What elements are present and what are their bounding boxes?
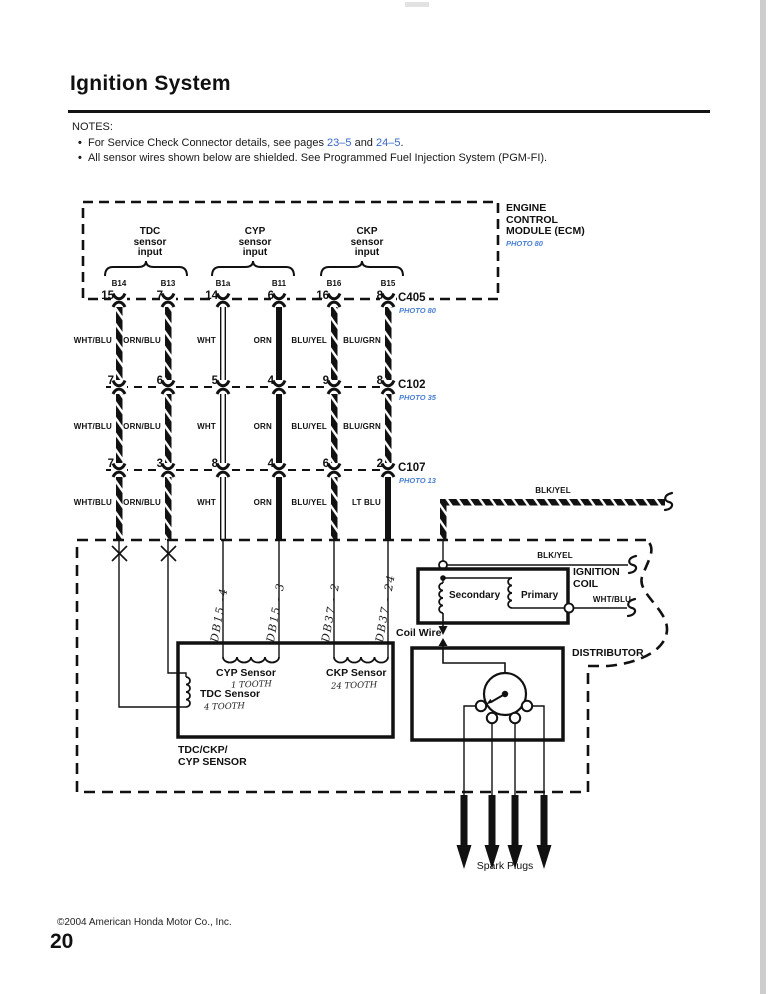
spark-plug-arrows: [456, 795, 552, 869]
pin-number: 6: [156, 375, 163, 387]
ckp-sensor-input-label: CKP sensor input: [350, 226, 384, 258]
wire-color: BLU/YEL: [291, 422, 327, 431]
pin-number: 5: [211, 375, 218, 387]
ignition-coil-label: IGNITION COIL: [573, 566, 620, 590]
copyright: ©2004 American Honda Motor Co., Inc.: [57, 917, 232, 928]
pin-number: 8: [376, 290, 383, 302]
spark-plugs-label: Spark Plugs: [476, 860, 534, 872]
connector-c107: C107: [397, 462, 429, 474]
scan-smudge: [405, 2, 429, 7]
wire-color: WHT: [197, 336, 216, 345]
wire-color: WHT/BLU: [73, 336, 112, 345]
wire-color: LT BLU: [351, 498, 381, 507]
wire-color: ORN/BLU: [123, 498, 161, 507]
wire-color: BLU/YEL: [291, 498, 327, 507]
wire-color: WHT: [197, 498, 216, 507]
wire-color: ORN: [253, 336, 272, 345]
cyp-sensor-input-label: CYP sensor input: [238, 226, 272, 258]
connector-c102: C102: [397, 379, 429, 391]
pin-number: 7: [107, 375, 114, 387]
pin-label-b16: B16: [326, 279, 342, 288]
pin-number: 8: [376, 375, 383, 387]
pin-number: 2: [376, 458, 383, 470]
pin-number: 4: [267, 375, 274, 387]
wire-color: ORN/BLU: [123, 336, 161, 345]
ecm-photo-ref[interactable]: PHOTO 80: [506, 239, 543, 248]
bullet-icon: •: [78, 152, 88, 164]
ecm-label: ENGINE CONTROL MODULE (ECM): [506, 202, 585, 237]
tdc-sensor-input-label: TDC sensor input: [133, 226, 167, 258]
pin-number: 3: [156, 458, 163, 470]
blkyel-wires: [438, 491, 674, 578]
distributor-label: DISTRIBUTOR: [572, 647, 644, 659]
sensor-box-label: TDC/CKP/ CYP SENSOR: [178, 744, 247, 768]
page-title: Ignition System: [70, 72, 231, 95]
connector-c405-photo[interactable]: PHOTO 80: [399, 306, 436, 315]
pin-label-b14: B14: [111, 279, 127, 288]
note1-prefix: For Service Check Connector details, see…: [87, 137, 328, 149]
pin-number: 4: [267, 458, 274, 470]
connector-grid: [106, 291, 398, 540]
wire-color: BLU/GRN: [343, 422, 381, 431]
wire-color: WHT/BLU: [73, 422, 112, 431]
pin-number: 8: [211, 458, 218, 470]
wire-color: BLU/GRN: [343, 336, 381, 345]
ckp-sensor-note: 24 TOOTH: [330, 680, 378, 692]
pin-number: 9: [322, 375, 329, 387]
note1-mid: and: [351, 137, 376, 149]
cyp-sensor-label: CYP Sensor: [216, 667, 276, 679]
tdc-sensor-note: 4 TOOTH: [203, 701, 245, 713]
page-link-23-5[interactable]: 23–5: [327, 137, 352, 149]
whtblu-out-label: WHT/BLU: [592, 595, 632, 604]
connector-c405: C405: [397, 292, 429, 304]
notes-label: NOTES:: [72, 121, 113, 133]
ecm-box: [81, 200, 500, 301]
wire-color: WHT/BLU: [73, 498, 112, 507]
wire-color: WHT: [197, 422, 216, 431]
pin-label-b11: B11: [271, 279, 287, 288]
distributor: [410, 646, 565, 795]
note1-suffix: .: [400, 137, 404, 149]
pin-label-b13: B13: [160, 279, 176, 288]
scan-edge-strip: [760, 0, 766, 994]
note-item-1: • For Service Check Connector details, s…: [78, 137, 698, 149]
note-item-2: • All sensor wires shown below are shiel…: [78, 152, 718, 164]
secondary-label: Secondary: [449, 590, 501, 601]
title-rule: [68, 110, 710, 113]
pin-number: 16: [316, 290, 329, 302]
pin-number: 14: [205, 290, 218, 302]
wire-color: ORN/BLU: [123, 422, 161, 431]
connector-c102-photo[interactable]: PHOTO 35: [399, 393, 436, 402]
pin-number: 7: [107, 458, 114, 470]
wire-color: ORN: [253, 422, 272, 431]
wire-color: BLU/YEL: [291, 336, 327, 345]
coil-wire-label: Coil Wire: [396, 627, 442, 639]
pin-label-b1a: B1a: [215, 279, 231, 288]
pin-label-b15: B15: [380, 279, 396, 288]
pin-number: 6: [267, 290, 274, 302]
connector-c107-photo[interactable]: PHOTO 13: [399, 476, 436, 485]
blkyel-thin-label: BLK/YEL: [537, 551, 573, 560]
wire-color: ORN: [253, 498, 272, 507]
bullet-icon: •: [78, 137, 88, 149]
ckp-sensor-label: CKP Sensor: [326, 667, 387, 679]
note2-text: All sensor wires shown below are shielde…: [87, 152, 548, 164]
pin-number: 15: [101, 290, 114, 302]
pin-number: 7: [156, 290, 163, 302]
tdc-sensor-label: TDC Sensor: [200, 688, 261, 700]
ignition-coil: [416, 567, 637, 672]
primary-label: Primary: [521, 590, 559, 601]
page-link-24-5[interactable]: 24–5: [375, 137, 401, 149]
sensor-box: [118, 540, 395, 739]
pin-number: 6: [322, 458, 329, 470]
blkyel-thick-label: BLK/YEL: [535, 486, 571, 495]
page-number: 20: [50, 930, 74, 953]
